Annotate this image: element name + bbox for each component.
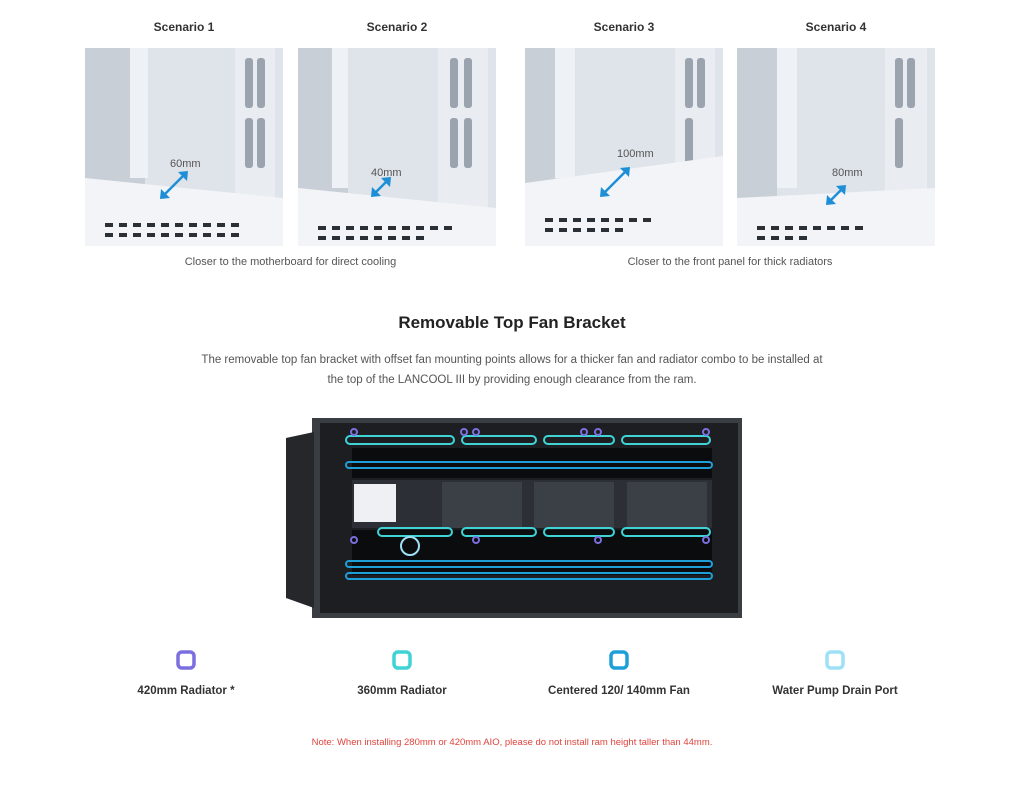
scenario-2-title: Scenario 2 (366, 20, 428, 34)
description-line-2: the top of the LANCOOL III by providing … (327, 374, 697, 386)
legend-420mm-label: 420mm Radiator * (137, 685, 235, 697)
scenario-1-image (85, 48, 283, 246)
scenario-2-measure: 40mm (371, 167, 402, 179)
legend-fan-label: Centered 120/ 140mm Fan (548, 685, 690, 697)
ram-height-note: Note: When installing 280mm or 420mm AIO… (311, 737, 713, 748)
scenario-1-measure: 60mm (170, 158, 201, 170)
caption-front-panel: Closer to the front panel for thick radi… (627, 256, 833, 268)
scenario-2-image (298, 48, 496, 246)
fan-bracket-image (282, 418, 744, 621)
caption-motherboard: Closer to the motherboard for direct coo… (184, 256, 397, 268)
scenario-3-image (525, 48, 723, 246)
scenario-4-image (737, 48, 935, 246)
legend-drain-port-icon (825, 650, 845, 670)
section-description: The removable top fan bracket with offse… (170, 350, 854, 390)
legend-fan-icon (609, 650, 629, 670)
legend-360mm-icon (392, 650, 412, 670)
scenario-3-measure: 100mm (617, 148, 654, 160)
scenario-4-measure: 80mm (832, 167, 863, 179)
scenario-1-title: Scenario 1 (153, 20, 215, 34)
section-title: Removable Top Fan Bracket (398, 313, 626, 332)
legend-420mm-icon (176, 650, 196, 670)
scenario-3-title: Scenario 3 (593, 20, 655, 34)
legend-drain-port-label: Water Pump Drain Port (772, 685, 898, 697)
description-line-1: The removable top fan bracket with offse… (201, 354, 823, 366)
scenario-4-title: Scenario 4 (805, 20, 867, 34)
legend-360mm-label: 360mm Radiator (357, 685, 447, 697)
